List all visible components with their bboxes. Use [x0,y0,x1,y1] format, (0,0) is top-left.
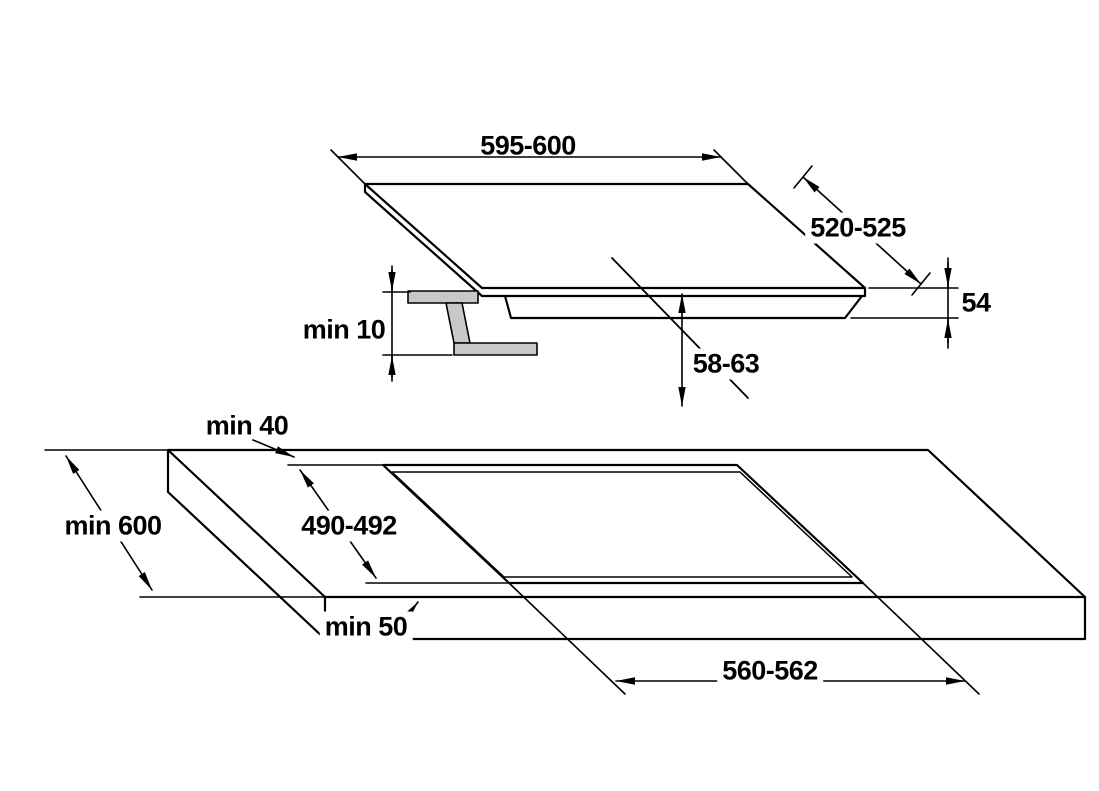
cutout-outline [381,463,865,585]
hob-glass-edge [363,182,867,298]
hob-body-box [503,294,864,320]
label-hob-height: 54 [961,287,991,318]
label-cutout-width: 560-562 [717,655,823,687]
dim-bracket-clearance [382,265,453,382]
dim-hob-height [850,257,959,349]
label-hob-depth: 520-525 [805,212,911,244]
label-rear-clearance: min 40 [205,410,289,441]
label-installation-depth: 58-63 [687,348,765,380]
label-front-clearance: min 50 [319,611,413,643]
label-bracket-clearance: min 10 [302,314,386,345]
hob-dimensions [330,149,959,407]
worktop-left-face [166,448,327,641]
dim-hob-width [330,149,749,185]
worktop-dimensions [44,439,980,695]
hob-glass-surface [363,182,867,290]
label-cutout-depth: 490-492 [296,510,402,542]
label-hob-width: 595-600 [480,130,576,161]
cutout-inner-lip [391,471,853,578]
worktop-front-face [323,595,1087,641]
label-worktop-depth: min 600 [59,510,167,542]
mounting-bracket [407,290,538,356]
dim-rear-clearance [252,439,295,458]
